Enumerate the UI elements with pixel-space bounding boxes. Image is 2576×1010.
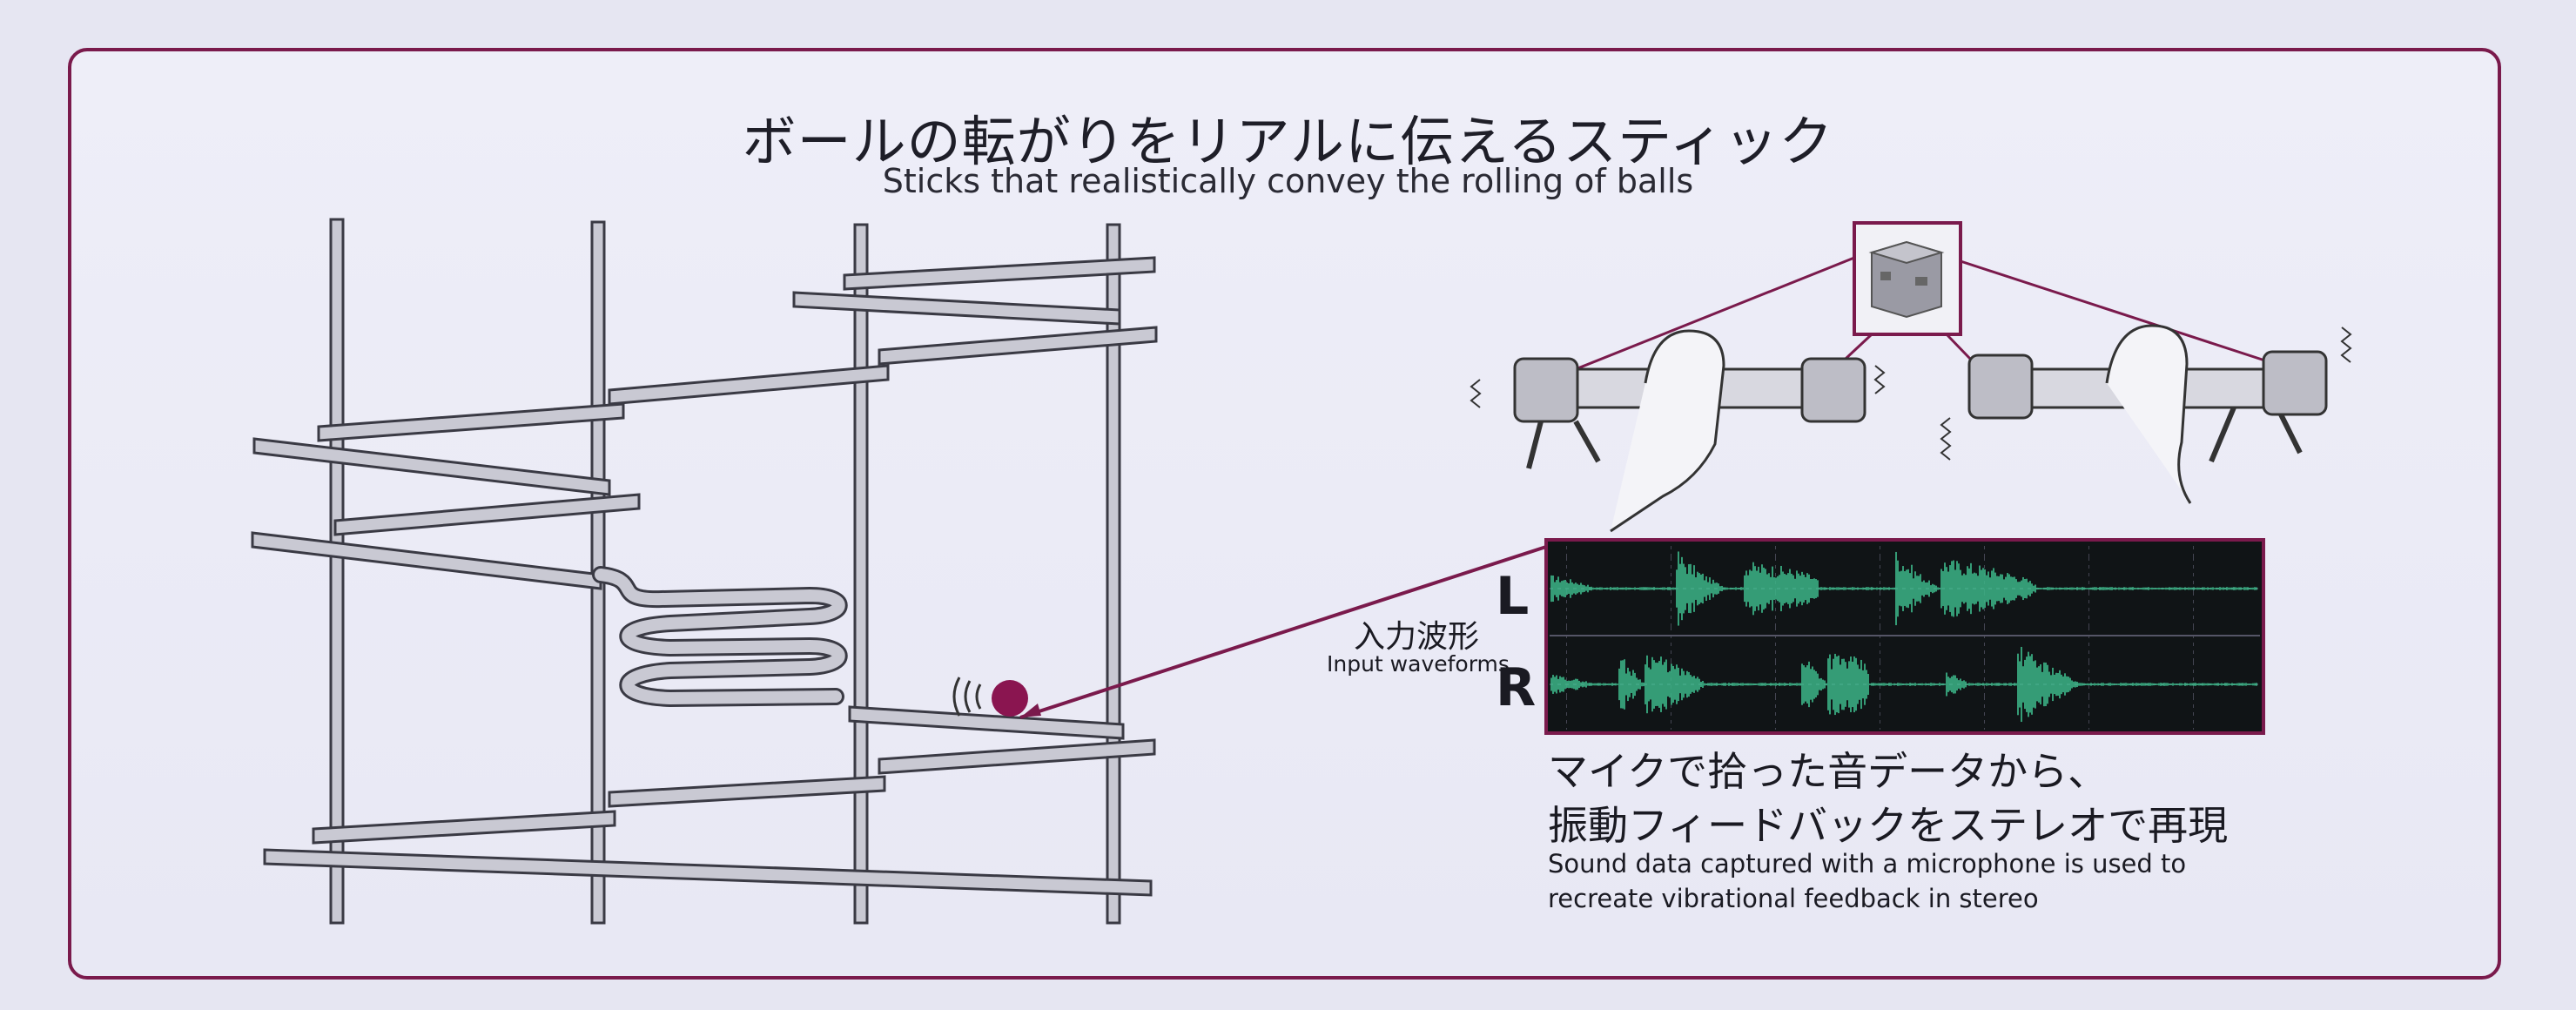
track-post: [329, 218, 345, 925]
waveform-right-channel: [1550, 646, 2257, 723]
track-rail: [333, 493, 641, 536]
spiral-track: [592, 566, 848, 708]
track-rail: [608, 775, 886, 808]
track-rail: [878, 326, 1158, 366]
right-haptic-stick: [1940, 324, 2352, 504]
input-waveforms-label-jp: 入力波形: [1354, 619, 1480, 655]
track-rail: [252, 437, 611, 496]
track-rail: [251, 531, 602, 590]
track-rail: [608, 364, 890, 406]
track-rail: [792, 291, 1121, 326]
channel-right-label: R: [1496, 657, 1537, 718]
waveform-display: [1544, 538, 2265, 735]
track-rail: [878, 738, 1156, 775]
caption-en-line2: recreate vibrational feedback in stereo: [1548, 884, 2039, 913]
ball-to-waveform-connector: [1019, 545, 1547, 719]
track-post: [853, 223, 869, 925]
track-rail: [317, 402, 625, 442]
caption-jp-line2: 振動フィードバックをステレオで再現: [1548, 802, 2229, 849]
page-title: ボールの転がりをリアルに伝えるスティック: [742, 110, 1834, 173]
track-rail: [843, 256, 1156, 291]
left-haptic-stick: [1470, 329, 1886, 533]
page-subtitle: Sticks that realistically convey the rol…: [882, 162, 1694, 200]
caption-en-line1: Sound data captured with a microphone is…: [1548, 849, 2187, 879]
ball-track-structure: [251, 218, 1158, 925]
rolling-ball: [952, 677, 1028, 717]
waveform-left-channel: [1550, 551, 2257, 626]
vibration-device-icon: [1853, 221, 1962, 336]
track-rail: [848, 705, 1125, 740]
track-rail: [312, 810, 616, 845]
caption-jp-line1: マイクで拾った音データから、: [1548, 748, 2109, 795]
track-rail: [263, 848, 1153, 897]
channel-left-label: L: [1496, 566, 1530, 627]
input-waveforms-label-en: Input waveforms: [1327, 651, 1510, 677]
